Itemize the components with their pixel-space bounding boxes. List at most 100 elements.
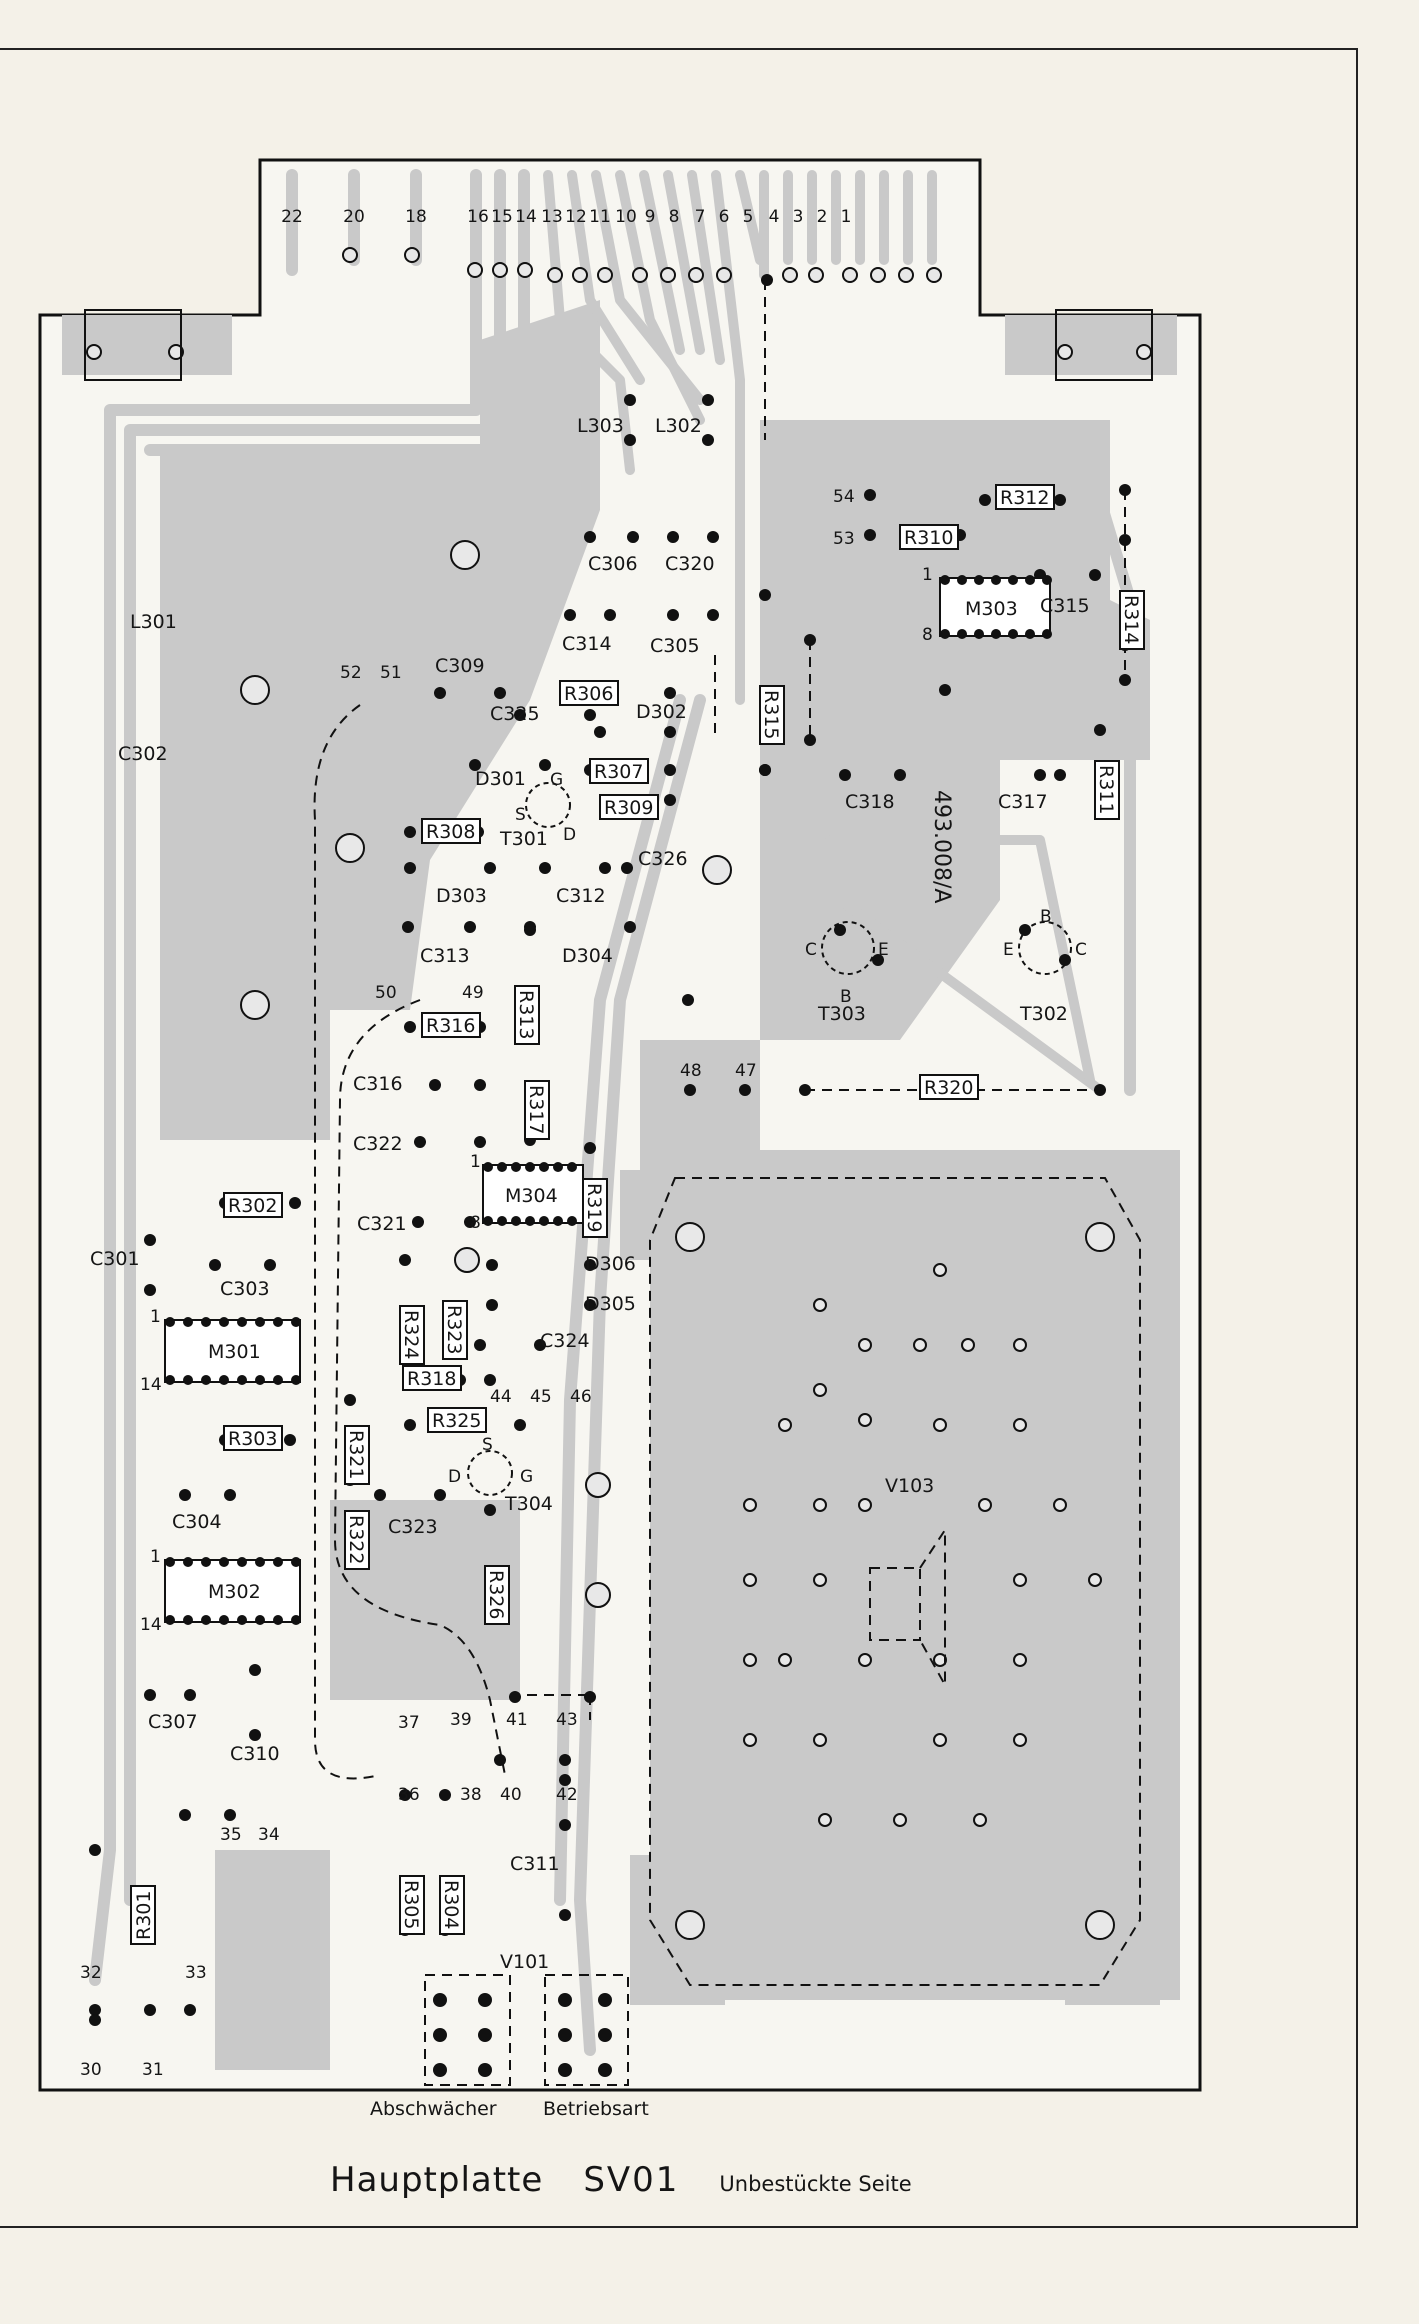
label-r313: R313 — [515, 990, 537, 1039]
label-c305: C305 — [650, 635, 700, 657]
edge-pin-20: 20 — [343, 207, 365, 227]
ic-pin-first-6: 1 — [470, 1152, 481, 1172]
ic-pin-last-3: 14 — [140, 1615, 162, 1635]
transistor-pin-emitter-4: E — [1003, 940, 1014, 960]
right-bracket — [1055, 309, 1153, 381]
ic-pin-eighth-7: 8 — [470, 1213, 481, 1233]
component-labels: L301L302L303C301C302C303C304C305C306C307… — [90, 415, 1145, 1973]
label-d306: D306 — [585, 1253, 636, 1275]
caption-title: Hauptplatte — [330, 2160, 544, 2200]
top-margin-rule — [0, 48, 1358, 50]
transistor-pin-collector-5: C — [1075, 940, 1087, 960]
resistor-box-r304 — [439, 1875, 465, 1935]
test-point-53: 53 — [833, 529, 855, 549]
label-c307: C307 — [148, 1711, 198, 1733]
label-c306: C306 — [588, 553, 638, 575]
label-r305: R305 — [400, 1880, 422, 1929]
label-c302: C302 — [118, 743, 168, 765]
resistor-box-r315 — [759, 685, 785, 745]
label-c314: C314 — [562, 633, 612, 655]
label-v103: V103 — [885, 1475, 934, 1497]
label-r301: R301 — [133, 1891, 155, 1940]
label-c321: C321 — [357, 1213, 407, 1235]
transistor-pin-base-3: B — [1040, 907, 1052, 927]
ic-pin-last-1: 14 — [140, 1375, 162, 1395]
label-r320: R320 — [924, 1077, 973, 1099]
transistor-pin-emitter-7: E — [878, 940, 889, 960]
edge-pin-1: 1 — [841, 207, 852, 227]
edge-pin-10: 10 — [615, 207, 637, 227]
resistor-box-r317 — [524, 1080, 550, 1140]
resistor-box-r301 — [130, 1885, 156, 1945]
label-r318: R318 — [407, 1368, 456, 1390]
test-point-34: 34 — [258, 1825, 280, 1845]
label-t302: T302 — [1019, 1003, 1068, 1025]
resistor-box-r306 — [559, 680, 619, 706]
label-c310: C310 — [230, 1743, 280, 1765]
label-r322: R322 — [345, 1515, 367, 1564]
label-c311: C311 — [510, 1853, 560, 1875]
resistor-box-r309 — [599, 794, 659, 820]
label-c326: C326 — [638, 848, 688, 870]
label-r312: R312 — [1000, 487, 1049, 509]
test-point-39: 39 — [450, 1710, 472, 1730]
test-point-40: 40 — [500, 1785, 522, 1805]
label-d303: D303 — [436, 885, 487, 907]
test-point-35: 35 — [220, 1825, 242, 1845]
resistor-box-r321 — [344, 1425, 370, 1485]
edge-pin-6: 6 — [719, 207, 730, 227]
label-r316: R316 — [426, 1015, 475, 1037]
tube-pin-grid — [743, 1263, 1102, 1827]
label-c309: C309 — [435, 655, 485, 677]
test-point-54: 54 — [833, 487, 855, 507]
label-t301: T301 — [499, 828, 548, 850]
test-point-47: 47 — [735, 1061, 757, 1081]
ic-pin-first-4: 1 — [922, 565, 933, 585]
resistor-box-r308 — [421, 818, 481, 844]
label-r323: R323 — [443, 1305, 465, 1354]
switch-pads — [433, 1993, 612, 2077]
label-c317: C317 — [998, 791, 1048, 813]
transistor-pin-drain-10: D — [448, 1467, 461, 1487]
resistor-box-r319 — [582, 1178, 608, 1238]
resistor-box-r325 — [427, 1407, 487, 1433]
resistor-box-r305 — [399, 1875, 425, 1935]
edge-pin-8: 8 — [669, 207, 680, 227]
test-point-38: 38 — [460, 1785, 482, 1805]
resistor-box-r313 — [514, 985, 540, 1045]
resistor-box-r324 — [399, 1305, 425, 1365]
test-point-36: 36 — [398, 1785, 420, 1805]
label-r317: R317 — [525, 1085, 547, 1134]
label-c312: C312 — [556, 885, 606, 907]
edge-pin-9: 9 — [645, 207, 656, 227]
resistor-box-r326 — [484, 1565, 510, 1625]
resistor-box-r316 — [421, 1012, 481, 1038]
right-margin-rule — [1356, 48, 1358, 2228]
edge-pin-3: 3 — [793, 207, 804, 227]
test-point-37: 37 — [398, 1713, 420, 1733]
test-point-44: 44 — [490, 1387, 512, 1407]
label-d305: D305 — [585, 1293, 636, 1315]
resistor-box-r314 — [1119, 590, 1145, 650]
transistor-pin-gate-11: G — [520, 1467, 533, 1487]
label-r326: R326 — [485, 1570, 507, 1619]
caption-subtitle: Unbestückte Seite — [719, 2172, 912, 2196]
label-r319: R319 — [583, 1183, 605, 1232]
left-bracket — [84, 309, 182, 381]
test-point-32: 32 — [80, 1963, 102, 1983]
test-point-50: 50 — [375, 983, 397, 1003]
resistor-box-r320 — [919, 1074, 979, 1100]
edge-pin-15: 15 — [491, 207, 513, 227]
caption: Hauptplatte SV01 Unbestückte Seite — [330, 2160, 912, 2200]
transistor-pin-base-8: B — [840, 987, 852, 1007]
dashed-lines — [313, 280, 1141, 2086]
edge-pin-2: 2 — [817, 207, 828, 227]
label-r307: R307 — [594, 761, 643, 783]
label-c322: C322 — [353, 1133, 403, 1155]
label-t304: T304 — [504, 1493, 553, 1515]
label-r303: R303 — [228, 1428, 277, 1450]
ic-pin-eighth-5: 8 — [922, 625, 933, 645]
label-r324: R324 — [400, 1310, 422, 1359]
